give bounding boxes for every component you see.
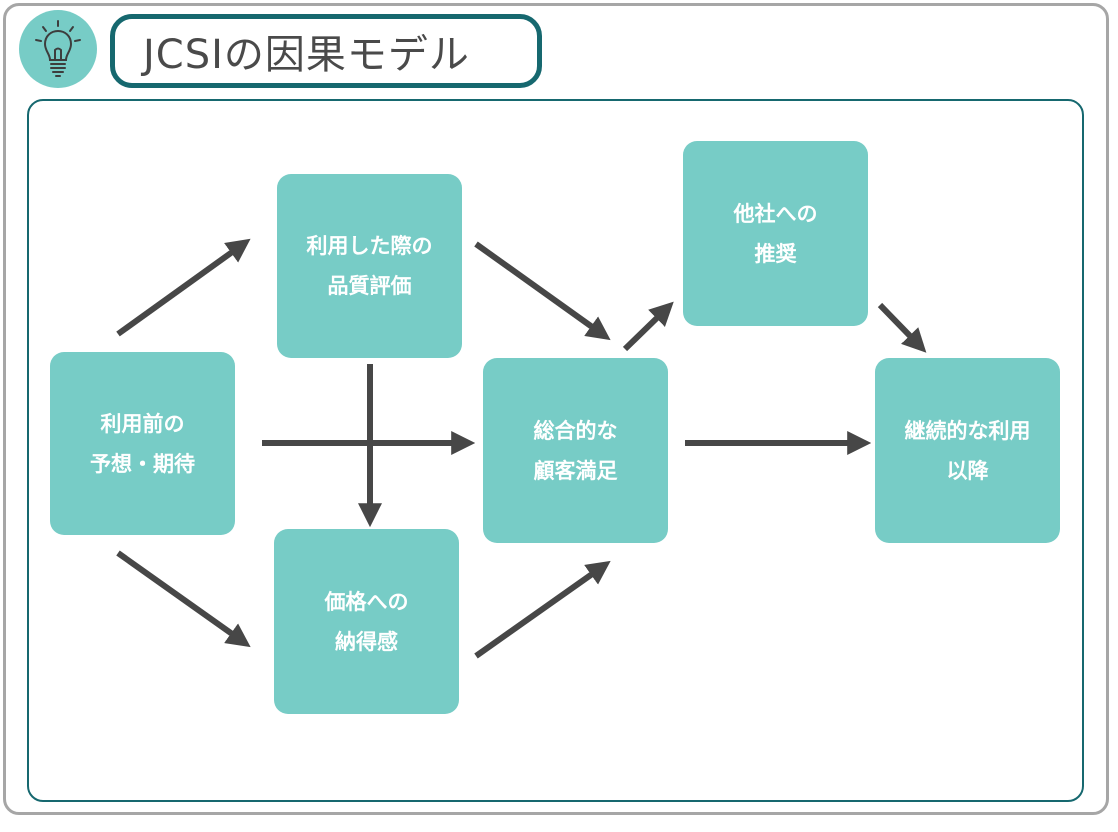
arrow-satisfaction-to-recommendation [622, 301, 674, 352]
node-loyalty: 継続的な利用 以降 [875, 358, 1060, 543]
lightbulb-icon [19, 10, 97, 88]
page-title-text: JCSIの因果モデル [143, 32, 470, 78]
node-satisfaction-label: 総合的な 顧客満足 [533, 418, 618, 483]
node-recommendation: 他社への 推奨 [683, 141, 868, 326]
node-perceived-quality-label: 利用した際の 品質評価 [306, 234, 433, 298]
arrow-value-to-satisfaction [474, 560, 611, 659]
node-satisfaction: 総合的な 顧客満足 [483, 358, 668, 543]
arrow-quality-to-satisfaction [474, 241, 611, 341]
node-expectation-label: 利用前の 予想・期待 [90, 411, 195, 476]
arrow-expectation-to-value [116, 550, 251, 648]
arrow-expectation-to-quality [116, 238, 251, 337]
node-perceived-value-label: 価格への 納得感 [324, 589, 409, 654]
node-recommendation-label: 他社への 推奨 [733, 201, 818, 266]
diagram-frame [27, 99, 1084, 802]
arrow-recommendation-to-loyalty [877, 302, 927, 353]
node-perceived-value: 価格への 納得感 [274, 529, 459, 714]
node-perceived-quality: 利用した際の 品質評価 [277, 174, 462, 358]
page-title: JCSIの因果モデル [110, 14, 542, 88]
node-expectation: 利用前の 予想・期待 [50, 352, 235, 535]
node-loyalty-label: 継続的な利用 以降 [904, 418, 1031, 483]
